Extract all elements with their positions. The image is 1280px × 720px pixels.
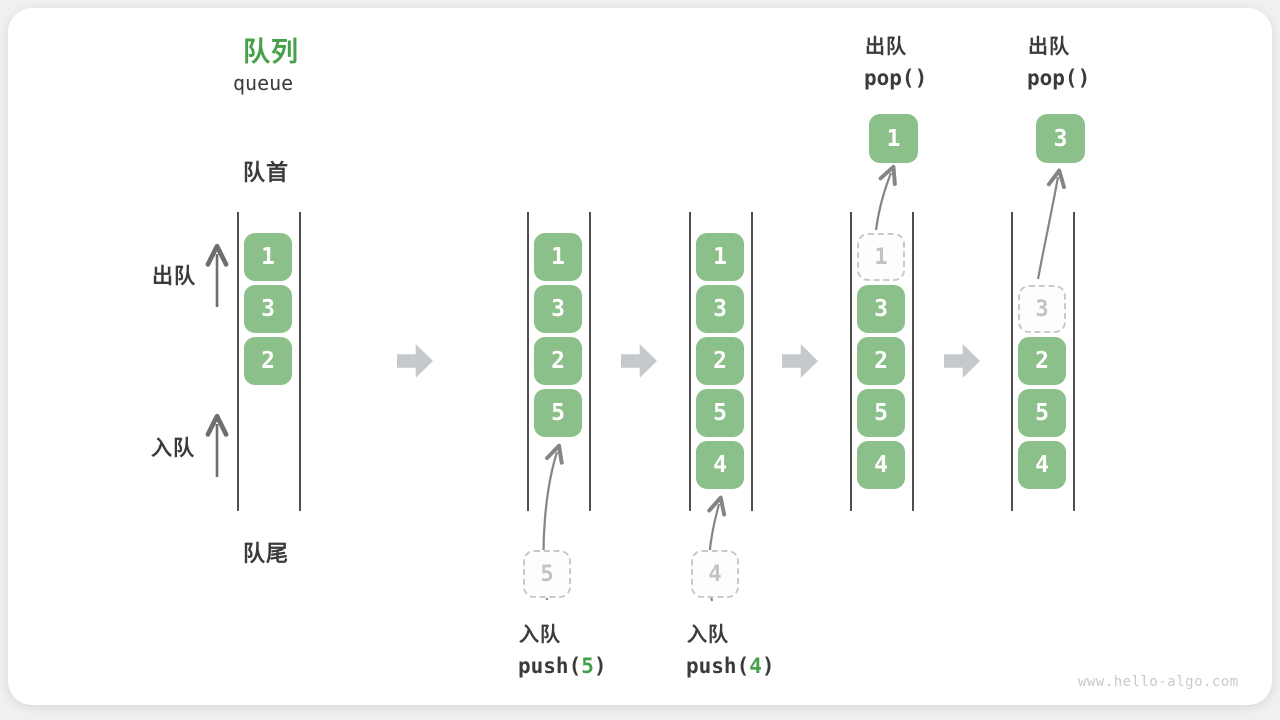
push4-code-post: ) [761, 654, 775, 678]
queue5-removed-slot: 3 [1018, 285, 1066, 333]
pop1-op-label: 出队 [865, 34, 907, 58]
queue2-element: 3 [534, 285, 582, 333]
pop2-op-label: 出队 [1028, 34, 1070, 58]
queue5-element: 2 [1018, 337, 1066, 385]
queue2-element: 1 [534, 233, 582, 281]
label-dequeue-direction: 出队 [152, 264, 196, 288]
queue2-element: 5 [534, 389, 582, 437]
queue3-element: 1 [696, 233, 744, 281]
watermark-url: www.hello-algo.com [1078, 674, 1239, 690]
queue4-element: 2 [857, 337, 905, 385]
queue1-element: 2 [244, 337, 292, 385]
queue4-left-rail [850, 212, 852, 511]
queue3-element: 5 [696, 389, 744, 437]
queue2-right-rail [589, 212, 591, 511]
push5-op-label: 入队 [519, 622, 561, 646]
figure-title-en: queue [233, 71, 294, 95]
push5-staging-box: 5 [523, 550, 571, 598]
queue3-left-rail [689, 212, 691, 511]
pop2-result-box: 3 [1036, 114, 1085, 163]
figure-title-zh: 队列 [243, 37, 299, 68]
label-enqueue-direction: 入队 [151, 436, 195, 460]
queue4-element: 5 [857, 389, 905, 437]
push4-op-code: push(4) [686, 654, 775, 678]
push5-op-code: push(5) [518, 654, 607, 678]
queue4-right-rail [912, 212, 914, 511]
queue1-left-rail [237, 212, 239, 511]
push4-op-label: 入队 [687, 622, 729, 646]
queue4-element: 3 [857, 285, 905, 333]
pop2-op-code: pop() [1027, 66, 1091, 90]
push5-code-pre: push( [518, 654, 582, 678]
push4-staging-box: 4 [691, 550, 739, 598]
push4-code-pre: push( [686, 654, 750, 678]
queue5-right-rail [1073, 212, 1075, 511]
push5-code-arg: 5 [581, 654, 594, 678]
queue5-element: 5 [1018, 389, 1066, 437]
label-queue-rear: 队尾 [243, 542, 290, 567]
pop1-result-box: 1 [869, 114, 918, 163]
pop1-op-code: pop() [864, 66, 928, 90]
label-queue-front: 队首 [243, 161, 290, 186]
queue3-element: 4 [696, 441, 744, 489]
queue3-element: 2 [696, 337, 744, 385]
queue1-right-rail [299, 212, 301, 511]
queue3-element: 3 [696, 285, 744, 333]
queue5-left-rail [1011, 212, 1013, 511]
queue1-element: 3 [244, 285, 292, 333]
queue3-right-rail [751, 212, 753, 511]
push4-code-arg: 4 [749, 654, 762, 678]
queue5-element: 4 [1018, 441, 1066, 489]
push5-code-post: ) [593, 654, 607, 678]
queue2-element: 2 [534, 337, 582, 385]
queue4-removed-slot: 1 [857, 233, 905, 281]
queue4-element: 4 [857, 441, 905, 489]
queue1-element: 1 [244, 233, 292, 281]
queue2-left-rail [527, 212, 529, 511]
